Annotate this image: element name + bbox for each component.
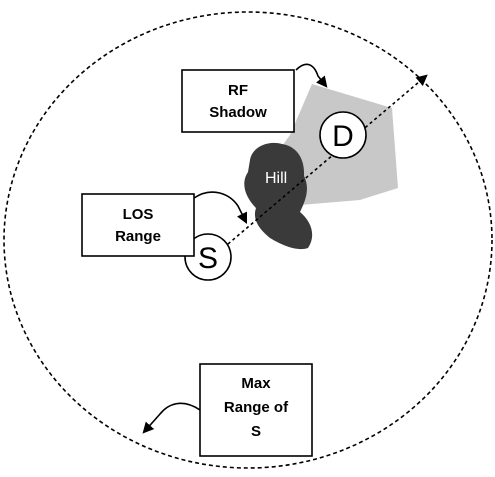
rf-shadow-label-line-2: Shadow bbox=[209, 104, 267, 121]
rf-shadow-label-line-1: RF bbox=[228, 82, 248, 99]
hill-shape bbox=[244, 142, 313, 250]
destination-node bbox=[319, 111, 367, 159]
max-range-label-line-3: S bbox=[251, 423, 261, 440]
max-range-label-line-2: Range of bbox=[224, 399, 289, 416]
max-range-label-line-1: Max bbox=[241, 375, 271, 392]
destination-label: D bbox=[332, 120, 354, 153]
los-dotted-arrow bbox=[227, 74, 428, 245]
max-range-pointer-arrow bbox=[142, 402, 201, 434]
max-range-circle bbox=[3, 11, 493, 469]
rf-shadow-pointer-arrow bbox=[295, 63, 328, 88]
source-label: S bbox=[198, 242, 218, 275]
los-range-label-line-2: Range bbox=[115, 228, 161, 245]
source-node bbox=[184, 233, 232, 281]
rf-shadow-box bbox=[181, 69, 295, 133]
hill-label: Hill bbox=[265, 170, 287, 187]
los-range-pointer-arrow bbox=[193, 191, 248, 225]
los-range-label-line-1: LOS bbox=[123, 206, 154, 223]
los-range-box bbox=[81, 193, 195, 257]
